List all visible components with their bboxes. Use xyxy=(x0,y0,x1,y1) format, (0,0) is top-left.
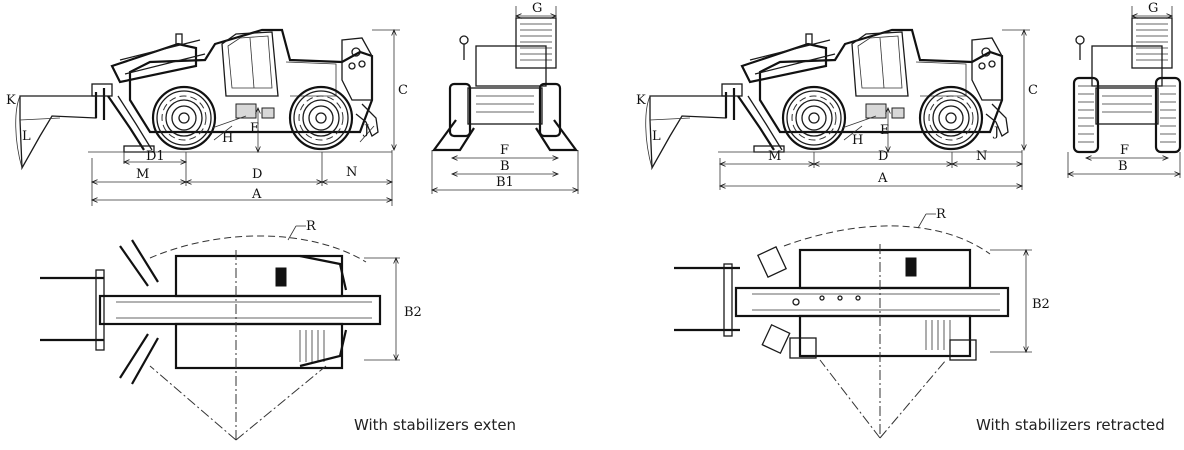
label-j: J xyxy=(362,123,369,138)
label-f-retracted: F xyxy=(1120,143,1129,158)
top-view-retracted: R B2 xyxy=(674,207,1050,439)
label-r: R xyxy=(306,219,317,234)
side-view-retracted: M D N A C E H J K L xyxy=(636,28,1038,190)
front-view-extended: G F B B1 xyxy=(432,1,578,194)
label-d1: D1 xyxy=(146,149,165,164)
label-a: A xyxy=(251,187,262,202)
label-b2: B2 xyxy=(404,305,422,320)
label-c: C xyxy=(398,83,408,98)
label-l-retracted: L xyxy=(652,129,661,144)
label-m-retracted: M xyxy=(768,149,781,164)
label-a-retracted: A xyxy=(877,171,888,186)
label-n: N xyxy=(346,165,357,180)
label-e: E xyxy=(250,121,260,136)
label-d: D xyxy=(252,167,262,182)
label-c-retracted: C xyxy=(1028,83,1038,98)
caption-retracted: With stabilizers retracted xyxy=(976,416,1165,434)
label-b: B xyxy=(500,159,510,174)
caption-extended: With stabilizers exten xyxy=(354,416,516,434)
label-g: G xyxy=(532,1,542,16)
label-e-retracted: E xyxy=(880,123,890,138)
side-view-extended: D1 M D N A C E H J K L xyxy=(6,28,408,206)
label-h-retracted: H xyxy=(852,133,863,148)
label-b-retracted: B xyxy=(1118,159,1128,174)
label-k-retracted: K xyxy=(636,93,646,108)
label-f: F xyxy=(500,143,509,158)
label-k: K xyxy=(6,93,16,108)
label-j-retracted: J xyxy=(992,125,999,140)
front-view-retracted: G F B xyxy=(1068,1,1182,178)
label-r-retracted: R xyxy=(936,207,947,222)
label-b2-retracted: B2 xyxy=(1032,297,1050,312)
label-n-retracted: N xyxy=(976,149,987,164)
label-m: M xyxy=(136,167,149,182)
label-h: H xyxy=(222,131,233,146)
label-l: L xyxy=(22,129,31,144)
label-g-retracted: G xyxy=(1148,1,1158,16)
label-d-retracted: D xyxy=(878,149,888,164)
top-view-extended: R B2 xyxy=(40,219,422,441)
label-b1: B1 xyxy=(496,175,514,190)
